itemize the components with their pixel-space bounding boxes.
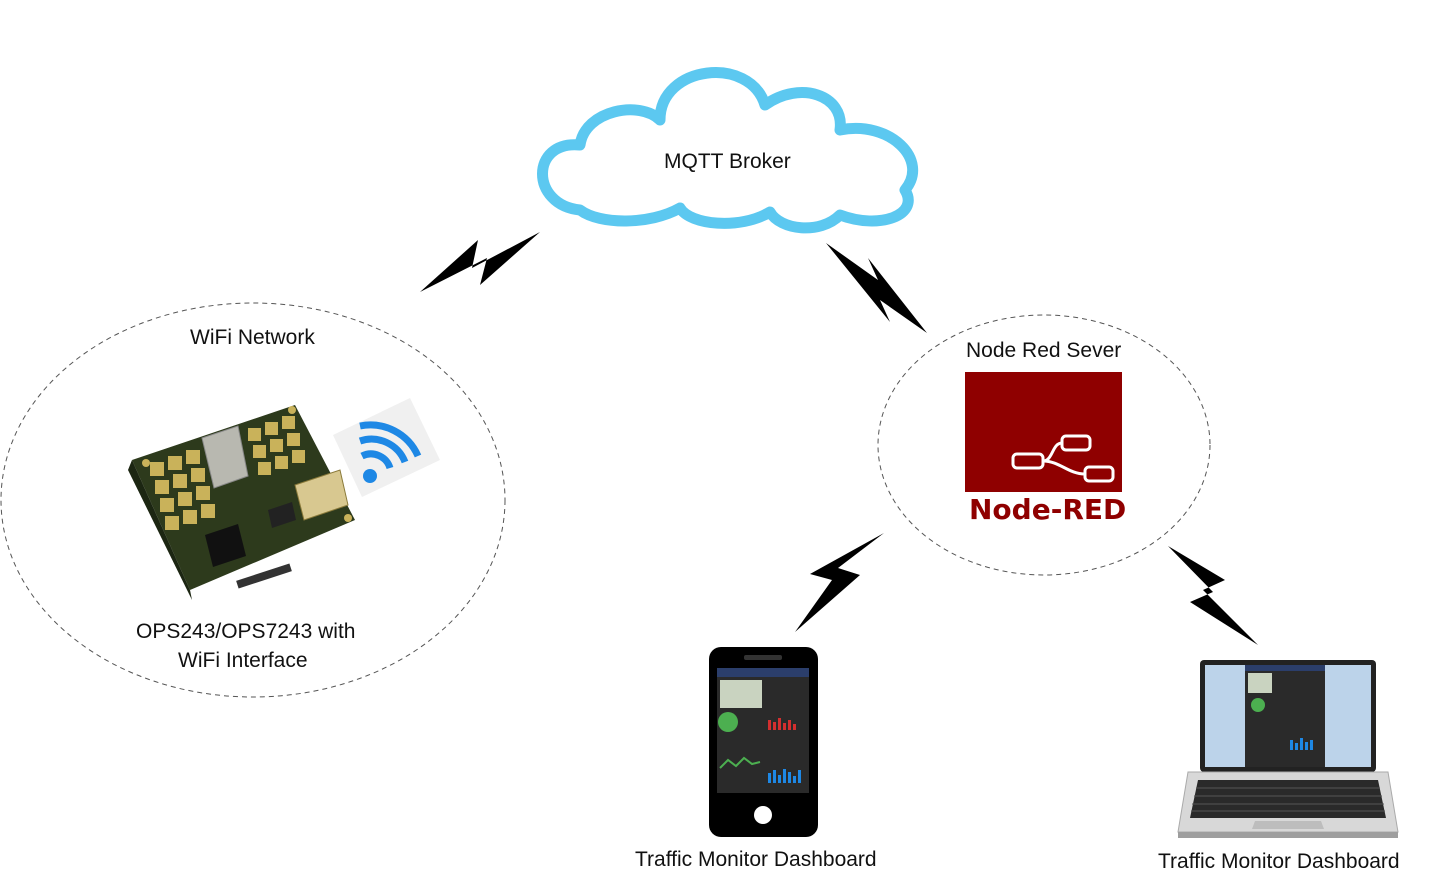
laptop-dashboard-caption: Traffic Monitor Dashboard (1158, 850, 1400, 873)
phone-dashboard-caption: Traffic Monitor Dashboard (635, 848, 877, 871)
lightning-bolt-icon (1168, 546, 1258, 645)
lightning-bolt-icon (420, 232, 540, 292)
smartphone-icon (709, 647, 818, 837)
node-red-logo (965, 372, 1122, 492)
wifi-network-label: WiFi Network (190, 326, 315, 349)
sensor-label-line1: OPS243/OPS7243 with (136, 620, 356, 643)
wifi-network-boundary (0, 302, 506, 698)
cloud-icon (537, 67, 919, 234)
node-red-server-label: Node Red Sever (966, 339, 1122, 362)
mqtt-broker-label: MQTT Broker (664, 150, 791, 173)
radar-sensor-board (128, 405, 355, 600)
laptop-icon (1177, 660, 1399, 838)
lightning-bolt-icon (826, 243, 927, 333)
node-red-server-boundary (877, 314, 1211, 576)
lightning-bolt-icon (795, 533, 884, 632)
node-red-logo-text: Node-RED (969, 493, 1127, 526)
wifi-signal-icon (333, 398, 440, 497)
sensor-label-line2: WiFi Interface (178, 649, 308, 672)
